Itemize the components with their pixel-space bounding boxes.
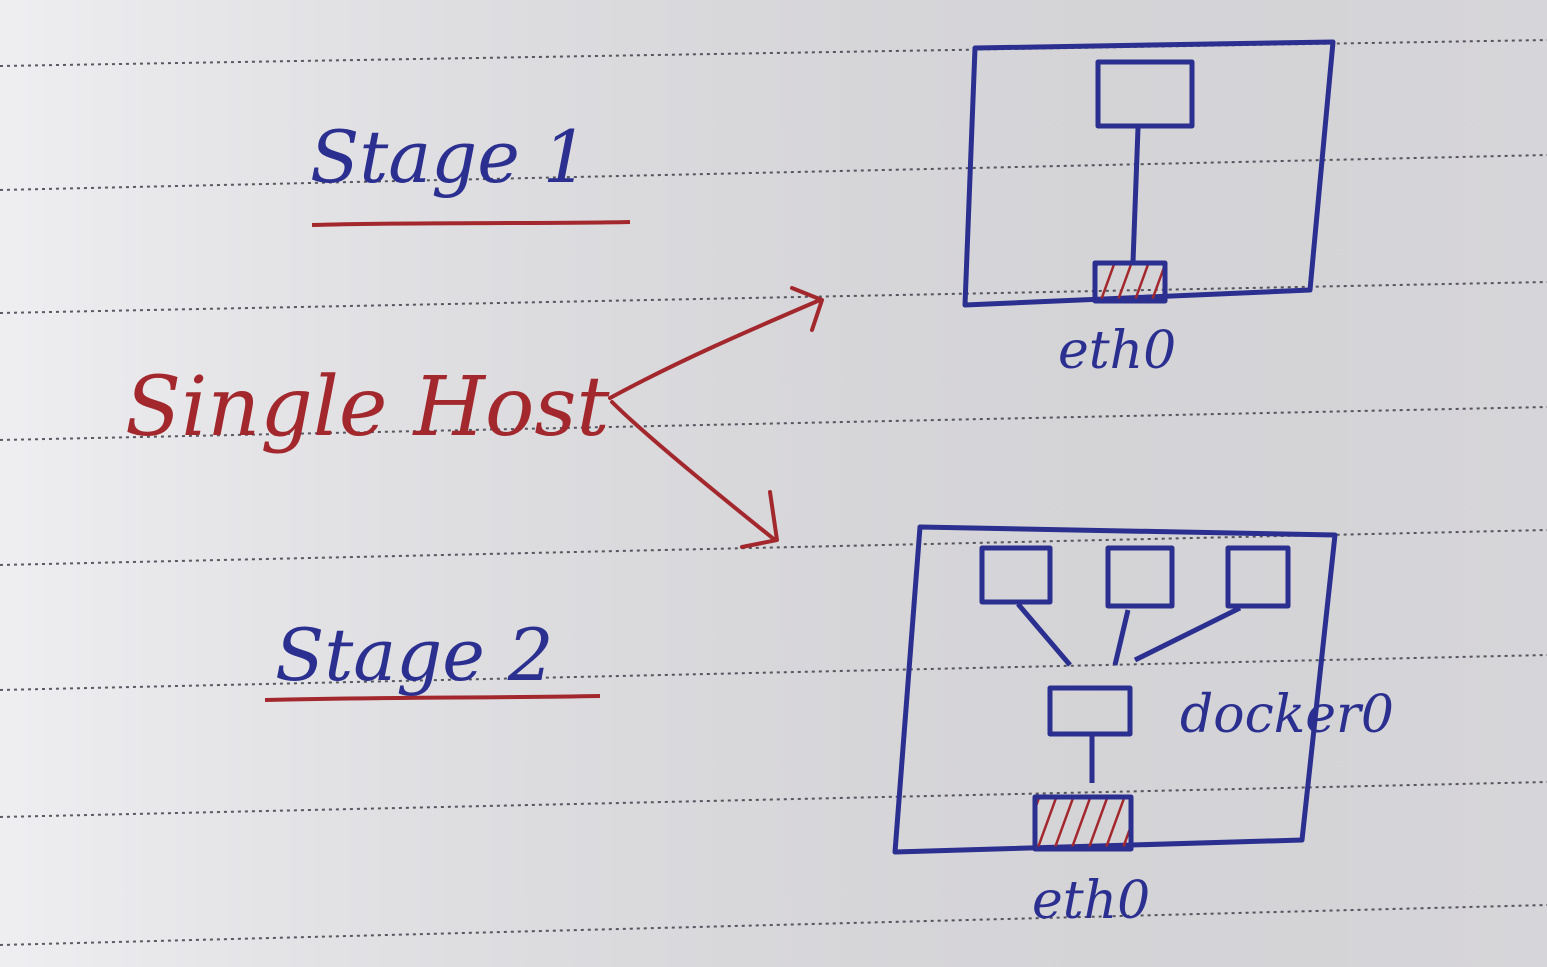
eth0-label-stage1: eth0 <box>1058 321 1176 381</box>
docker0-label: docker0 <box>1180 685 1394 745</box>
container-box <box>979 545 1053 605</box>
rule-line <box>0 904 1547 946</box>
rule-line <box>0 281 1547 314</box>
arrow-to-stage1 <box>608 298 822 400</box>
container-box <box>1225 545 1291 609</box>
container-box <box>1095 59 1195 129</box>
arrow-head-down-icon <box>740 490 779 549</box>
stage1-heading: Stage 1 <box>310 115 589 199</box>
container-box <box>1105 545 1175 609</box>
rule-line <box>0 154 1547 191</box>
link-line <box>1016 602 1072 667</box>
stage1-diagram <box>962 39 1336 308</box>
single-host-label: Single Host <box>125 360 610 455</box>
link-line <box>1130 127 1141 263</box>
stage2-diagram <box>892 524 1338 855</box>
docker0-bridge-box <box>1047 685 1133 737</box>
eth0-label-stage2: eth0 <box>1032 871 1150 931</box>
link-line <box>1112 609 1131 666</box>
eth0-interface <box>1032 794 1134 852</box>
arrow-head-up-icon <box>790 286 824 332</box>
link-line <box>1133 605 1242 663</box>
arrow-to-stage2 <box>610 400 777 542</box>
rule-line <box>0 654 1547 691</box>
stage2-heading: Stage 2 <box>275 613 554 697</box>
arrows <box>608 286 824 549</box>
stage1-underline <box>311 220 631 227</box>
eth0-interface <box>1092 260 1168 304</box>
rule-line <box>0 781 1547 818</box>
rule-line <box>0 406 1547 441</box>
stage2-underline <box>264 694 601 702</box>
host-box <box>962 39 1336 308</box>
host-box <box>892 524 1338 855</box>
